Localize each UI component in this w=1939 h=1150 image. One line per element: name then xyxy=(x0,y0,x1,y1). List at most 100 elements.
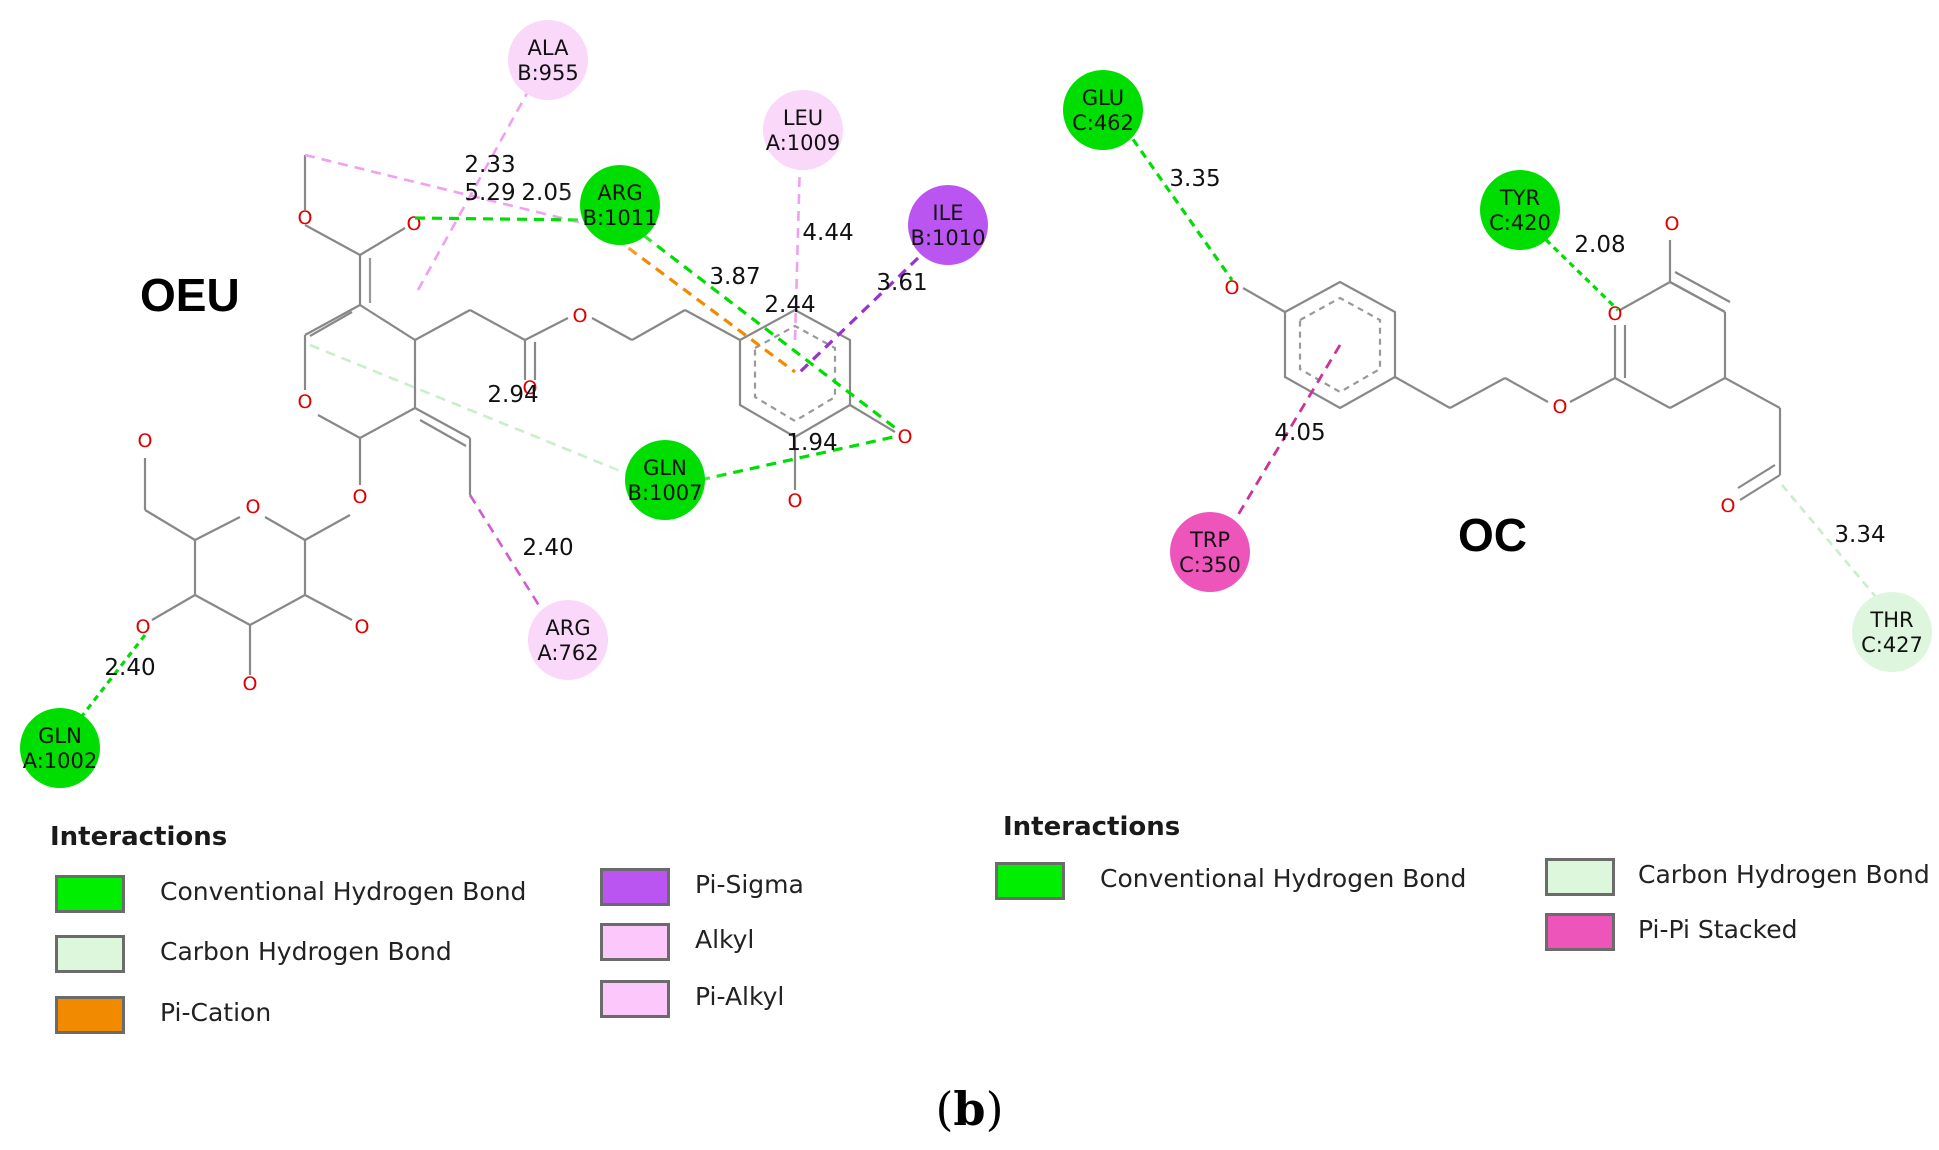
oc-residues: GLU C:462 TYR C:420 TRP C:350 THR C:427 xyxy=(1063,70,1932,672)
residue-position: B:1010 xyxy=(911,226,986,250)
carbon-hbond-line xyxy=(1781,484,1881,603)
legend-label: Pi-Sigma xyxy=(695,870,804,899)
residue-position: B:1011 xyxy=(583,206,658,230)
legend-swatch xyxy=(600,923,670,961)
oxygen-atom: O xyxy=(298,391,313,413)
residue-gln-1002: GLN A:1002 xyxy=(20,708,100,788)
legend-swatch xyxy=(1545,858,1615,896)
residue-name: TYR xyxy=(1499,186,1540,210)
residue-name: ARG xyxy=(545,616,590,640)
pi-pi-stacked-line xyxy=(1233,344,1342,521)
distance-label: 1.94 xyxy=(786,430,837,456)
distance-label: 2.40 xyxy=(522,535,573,561)
residue-position: C:462 xyxy=(1072,111,1134,135)
legend-swatch xyxy=(55,935,125,973)
residue-tyr-420: TYR C:420 xyxy=(1480,170,1560,250)
pi-alkyl-line xyxy=(793,159,802,341)
residue-thr-427: THR C:427 xyxy=(1852,592,1932,672)
legend-swatch xyxy=(1545,913,1615,951)
distance-label: 5.29 xyxy=(464,180,515,206)
hbond-line xyxy=(629,223,899,432)
panel-caption: (b) xyxy=(935,1082,1004,1136)
residue-position: B:955 xyxy=(517,61,579,85)
residue-glu-462: GLU C:462 xyxy=(1063,70,1143,150)
residue-position: C:427 xyxy=(1861,633,1923,657)
hbond-line xyxy=(414,216,586,222)
oxygen-atom: O xyxy=(1225,277,1240,299)
pi-sigma-line xyxy=(798,256,920,374)
oxygen-atom: O xyxy=(1553,396,1568,418)
oc-interaction-lines xyxy=(1123,127,1881,603)
oxygen-atom: O xyxy=(1608,303,1623,325)
residue-position: A:1002 xyxy=(23,749,98,773)
distance-label: 4.44 xyxy=(802,220,853,246)
legend-label: Pi-Alkyl xyxy=(695,982,785,1011)
oxygen-atom: O xyxy=(407,213,422,235)
residue-name: GLN xyxy=(643,456,687,480)
residue-arg-1011: ARG B:1011 xyxy=(560,145,680,265)
oc-oxygen-atoms: O O O O O xyxy=(1225,213,1736,517)
legend-swatch xyxy=(55,875,125,913)
residue-position: B:1007 xyxy=(628,481,703,505)
legend-swatch xyxy=(55,996,125,1034)
oeu-interaction-lines xyxy=(73,87,920,726)
residue-leu-1009: LEU A:1009 xyxy=(750,77,856,183)
alkyl-line xyxy=(468,494,550,621)
distance-label: 4.05 xyxy=(1274,420,1325,446)
residue-name: ARG xyxy=(597,181,642,205)
residue-position: C:350 xyxy=(1179,553,1241,577)
hbond-line xyxy=(1536,230,1620,312)
oxygen-atom: O xyxy=(246,496,261,518)
oeu-residues: ALA B:955 LEU A:1009 ARG B:1011 ILE B:10… xyxy=(20,20,988,788)
legend-label: Pi-Pi Stacked xyxy=(1638,915,1798,944)
oxygen-atom: O xyxy=(243,673,258,695)
oxygen-atom: O xyxy=(353,486,368,508)
legend-title: Interactions xyxy=(50,822,228,852)
oxygen-atom: O xyxy=(523,377,538,399)
residue-position: A:1009 xyxy=(766,131,841,155)
residue-position: C:420 xyxy=(1489,211,1551,235)
distance-label: 2.08 xyxy=(1574,232,1625,258)
oxygen-atom: O xyxy=(355,616,370,638)
legend-label: Alkyl xyxy=(695,925,755,954)
oxygen-atom: O xyxy=(138,430,153,452)
residue-trp-350: TRP C:350 xyxy=(1170,512,1250,592)
oxygen-atom: O xyxy=(898,426,913,448)
oxygen-atom: O xyxy=(136,616,151,638)
ligand-title-oeu: OEU xyxy=(140,269,240,321)
legend-title: Interactions xyxy=(1003,812,1181,842)
oeu-distance-labels: 2.33 5.29 2.05 3.87 4.44 3.61 2.44 2.94 … xyxy=(104,152,927,681)
residue-ile-1010: ILE B:1010 xyxy=(908,185,988,265)
oxygen-atom: O xyxy=(1721,495,1736,517)
hbond-line xyxy=(1123,127,1234,281)
alkyl-line xyxy=(416,87,532,291)
legend-label: Conventional Hydrogen Bond xyxy=(1100,864,1467,893)
distance-label: 2.44 xyxy=(764,292,815,318)
distance-label: 2.33 xyxy=(464,152,515,178)
residue-gln-1007: GLN B:1007 xyxy=(602,417,728,543)
oxygen-atom: O xyxy=(788,490,803,512)
distance-label: 3.35 xyxy=(1169,166,1220,192)
legend-swatch xyxy=(995,862,1065,900)
hbond-line xyxy=(73,634,147,726)
carbon-hbond-line xyxy=(309,343,631,477)
oeu-oxygen-atoms: O O O O O O O O O O O O O xyxy=(136,207,913,695)
oc-molecule xyxy=(1242,240,1782,501)
residue-ala-955: ALA B:955 xyxy=(508,20,588,100)
legend-label: Carbon Hydrogen Bond xyxy=(1638,860,1930,889)
ligand-title-oc: OC xyxy=(1458,509,1527,561)
residue-name: ILE xyxy=(932,201,963,225)
oxygen-atom: O xyxy=(1665,213,1680,235)
residue-name: THR xyxy=(1869,608,1913,632)
oc-distance-labels: 3.35 2.08 4.05 3.34 xyxy=(1169,166,1885,548)
distance-label: 2.94 xyxy=(487,382,538,408)
residue-arg-762: ARG A:762 xyxy=(528,600,608,680)
oeu-molecule xyxy=(143,155,896,675)
distance-label: 2.40 xyxy=(104,655,155,681)
oxygen-atom: O xyxy=(298,207,313,229)
pi-cation-line xyxy=(614,236,796,374)
distance-label: 3.87 xyxy=(709,264,760,290)
residue-name: GLN xyxy=(38,724,82,748)
alkyl-line xyxy=(304,153,591,227)
oxygen-atom: O xyxy=(573,305,588,327)
